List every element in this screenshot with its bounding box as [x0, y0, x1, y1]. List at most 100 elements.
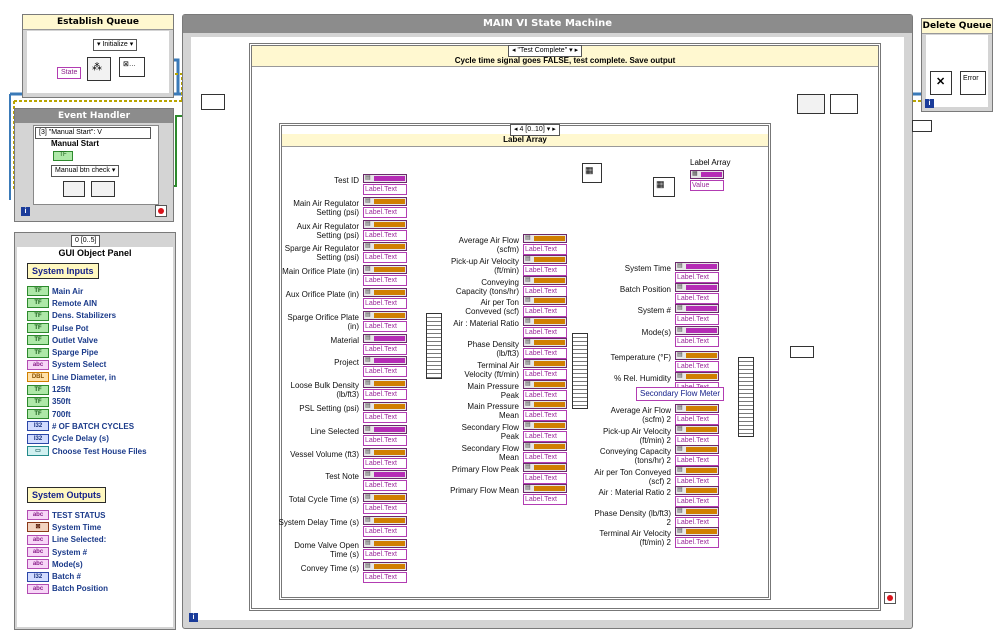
main-loop-stop-icon[interactable] — [884, 592, 896, 604]
loop-stop-icon[interactable] — [155, 205, 167, 217]
event-case-selector[interactable]: [3] "Manual Start": V — [35, 127, 151, 139]
label-text-property-node[interactable]: ▤Label.Text — [363, 196, 407, 218]
refnum-icon: ▤ — [677, 326, 683, 333]
label-text-property-node[interactable]: ▤Label.Text — [363, 174, 407, 195]
concat-array-node[interactable]: ▦ — [582, 163, 602, 183]
label-array-property[interactable]: ▦ Value — [690, 170, 724, 191]
error-handler-node[interactable]: Error — [960, 71, 986, 95]
label-text-property-node[interactable]: ▤Label.Text — [363, 356, 407, 378]
label-text-property-node[interactable]: ▤Label.Text — [523, 483, 567, 505]
label-text-property-node[interactable]: ▤Label.Text — [675, 527, 719, 548]
gui-case-selector[interactable]: 0 [0..5] — [71, 235, 101, 247]
label-text-property-node[interactable]: ▤Label.Text — [363, 516, 407, 537]
output-terminal[interactable]: ⊠System Time — [27, 521, 172, 533]
label-text-property-node[interactable]: ▤Label.Text — [363, 379, 407, 401]
label-text-property-node[interactable]: ▤Label.Text — [523, 296, 567, 318]
label-text-property-node[interactable]: ▤Label.Text — [363, 561, 407, 583]
build-array-node-3[interactable] — [738, 357, 754, 437]
refnum-icon: ▤ — [365, 494, 371, 501]
label-text-property-node[interactable]: ▤Label.Text — [675, 350, 719, 372]
event-enqueue-node[interactable] — [63, 181, 85, 197]
label-text-property-node[interactable]: ▤Label.Text — [675, 325, 719, 347]
concat-array-node-2[interactable]: ▦ — [653, 177, 675, 197]
error-terminal-node[interactable] — [912, 120, 932, 132]
label-text-property-node[interactable]: ▤Label.Text — [363, 242, 407, 264]
label-text-property-node[interactable]: ▤Label.Text — [523, 275, 567, 297]
label-text-property-node[interactable]: ▤Label.Text — [363, 310, 407, 332]
input-terminal[interactable]: ▭Choose Test House Files — [27, 445, 172, 457]
label-text-property-node[interactable]: ▤Label.Text — [363, 470, 407, 492]
label-text-property-node[interactable]: ▤Label.Text — [675, 424, 719, 446]
label-text-property-node[interactable]: ▤Label.Text — [523, 379, 567, 401]
unbundle-node[interactable] — [797, 94, 825, 114]
label-text-property-node[interactable]: ▤Label.Text — [523, 254, 567, 276]
label-text-property-node[interactable]: ▤Label.Text — [363, 447, 407, 469]
label-text-property-node[interactable]: ▤Label.Text — [363, 538, 407, 560]
label-text-property-node[interactable]: ▤Label.Text — [363, 402, 407, 423]
label-text-property-node[interactable]: ▤Label.Text — [363, 333, 407, 355]
input-terminal[interactable]: I32# OF BATCH CYCLES — [27, 420, 172, 432]
label-text-property-node[interactable]: ▤Label.Text — [523, 442, 567, 463]
label-text-property-node[interactable]: ▤Label.Text — [363, 265, 407, 287]
inner-case-selector[interactable]: ◂ 4 [0..10] ▾ ▸ — [510, 124, 560, 136]
enqueue-icon: ⊠… — [123, 61, 136, 68]
build-array-node-2[interactable] — [572, 333, 588, 409]
control-refnum: ▤ — [363, 174, 407, 183]
label-text-property-node[interactable]: ▤Label.Text — [523, 234, 567, 255]
label-text-property-node[interactable]: ▤Label.Text — [675, 262, 719, 283]
label-text-property-node[interactable]: ▤Label.Text — [675, 465, 719, 487]
label-text-property-node[interactable]: ▤Label.Text — [675, 404, 719, 425]
label-text-property-node[interactable]: ▤Label.Text — [363, 493, 407, 515]
enqueue-next-node[interactable] — [830, 94, 858, 114]
label-text-property-node[interactable]: ▤Label.Text — [523, 317, 567, 339]
manual-start-terminal[interactable]: TF — [53, 151, 73, 161]
initialize-enum[interactable]: ▾ Initialize ▾ — [93, 39, 138, 51]
enqueue-node[interactable]: ⊠… — [119, 57, 145, 77]
control-refnum: ▤ — [363, 356, 407, 366]
label-text-property-node[interactable]: ▤Label.Text — [675, 486, 719, 507]
dequeue-node[interactable] — [201, 94, 225, 110]
label-text-property-node[interactable]: ▤Label.Text — [523, 462, 567, 484]
control-refnum: ▤ — [363, 493, 407, 503]
case-selector[interactable]: ◂ "Test Complete" ▾ ▸ — [508, 45, 583, 57]
label-text-property-node[interactable]: ▤Label.Text — [363, 288, 407, 309]
manual-btn-check-enum[interactable]: Manual btn check ▾ — [51, 165, 120, 177]
label-text-property-node[interactable]: ▤Label.Text — [523, 400, 567, 422]
state-constant[interactable]: State — [57, 67, 82, 79]
label-text-property-node[interactable]: ▤Label.Text — [523, 338, 567, 359]
label-text-property-node[interactable]: ▤Label.Text — [523, 358, 567, 380]
label-text-property-node[interactable]: ▤Label.Text — [675, 506, 719, 528]
label-text-property-node[interactable]: ▤Label.Text — [675, 445, 719, 466]
chevron-down-icon: ▾ — [569, 47, 573, 54]
label-text-property-node[interactable]: ▤Label.Text — [675, 304, 719, 326]
secondary-flow-meter-constant[interactable]: Secondary Flow Meter — [636, 387, 724, 401]
label-text-property-node[interactable]: ▤Label.Text — [363, 424, 407, 446]
label-text-property-node[interactable]: ▤Label.Text — [675, 283, 719, 305]
build-array-node-1[interactable] — [426, 313, 442, 379]
obtain-queue-node[interactable]: ⁂ — [87, 57, 111, 81]
label-text-property-node[interactable]: ▤Label.Text — [363, 219, 407, 241]
release-queue-node[interactable]: ✕ — [930, 71, 952, 95]
label-text-property-node[interactable]: ▤Label.Text — [523, 421, 567, 443]
event-bundle-node[interactable] — [91, 181, 115, 197]
initialize-label: Initialize — [102, 41, 128, 48]
case-terminal-node[interactable] — [790, 346, 814, 358]
